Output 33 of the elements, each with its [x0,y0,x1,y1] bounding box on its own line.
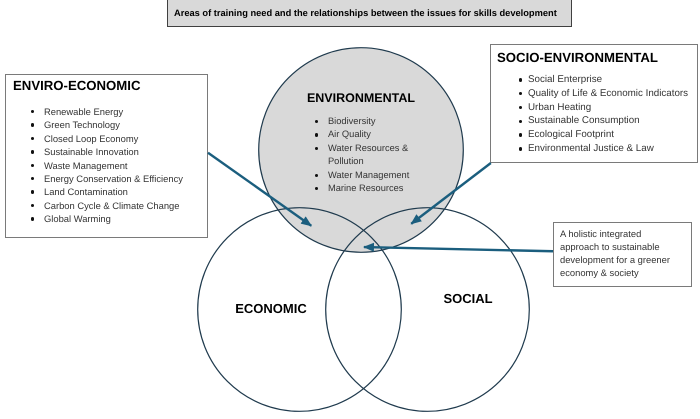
list-item: Renewable Energy [44,105,124,118]
list-item: Marine Resources [328,182,404,196]
arrow [207,152,312,227]
list-item: Sustainable Innovation [44,145,139,159]
list-item: Biodiversity [328,115,376,128]
list-item: Urban Heating [528,100,592,114]
list-item: Energy Conservation & Efficiency [44,172,183,186]
arrow [410,162,492,225]
list-item: Water Resources & Pollution [328,142,410,168]
box-heading: ENVIRO-ECONOMIC [13,78,140,94]
list-item: Global Warming [44,212,111,226]
list-item: Waste Management [44,158,128,172]
list-item: Carbon Cycle & Climate Change [44,198,180,212]
list-item: Quality of Life & Economic Indicators [528,86,688,101]
note-text: A holistic integrated approach to sustainable development for a greener economy & society [560,227,671,279]
list-item: Social Enterprise [528,73,602,87]
arrow [362,242,554,252]
list-item: Air Quality [328,128,371,142]
list-item: Land Contamination [44,185,128,199]
category-box [490,44,698,163]
circle-heading: ENVIRONMENTAL [306,90,416,106]
category-box [5,74,208,238]
list-item: Environmental Justice & Law [528,142,654,156]
note-box [553,222,692,287]
list-item: Water Management [328,168,410,182]
circle-label: SOCIAL [443,291,493,307]
box-heading: SOCIO-ENVIRONMENTAL [497,50,658,66]
list-item: Green Technology [44,118,120,132]
circle-label: ECONOMIC [235,301,307,317]
list-item: Sustainable Consumption [528,114,640,128]
title-banner: Areas of training need and the relationships between the issues for skills development [167,0,572,27]
list-item: Closed Loop Economy [44,132,138,146]
list-item: Ecological Footprint [528,128,614,142]
